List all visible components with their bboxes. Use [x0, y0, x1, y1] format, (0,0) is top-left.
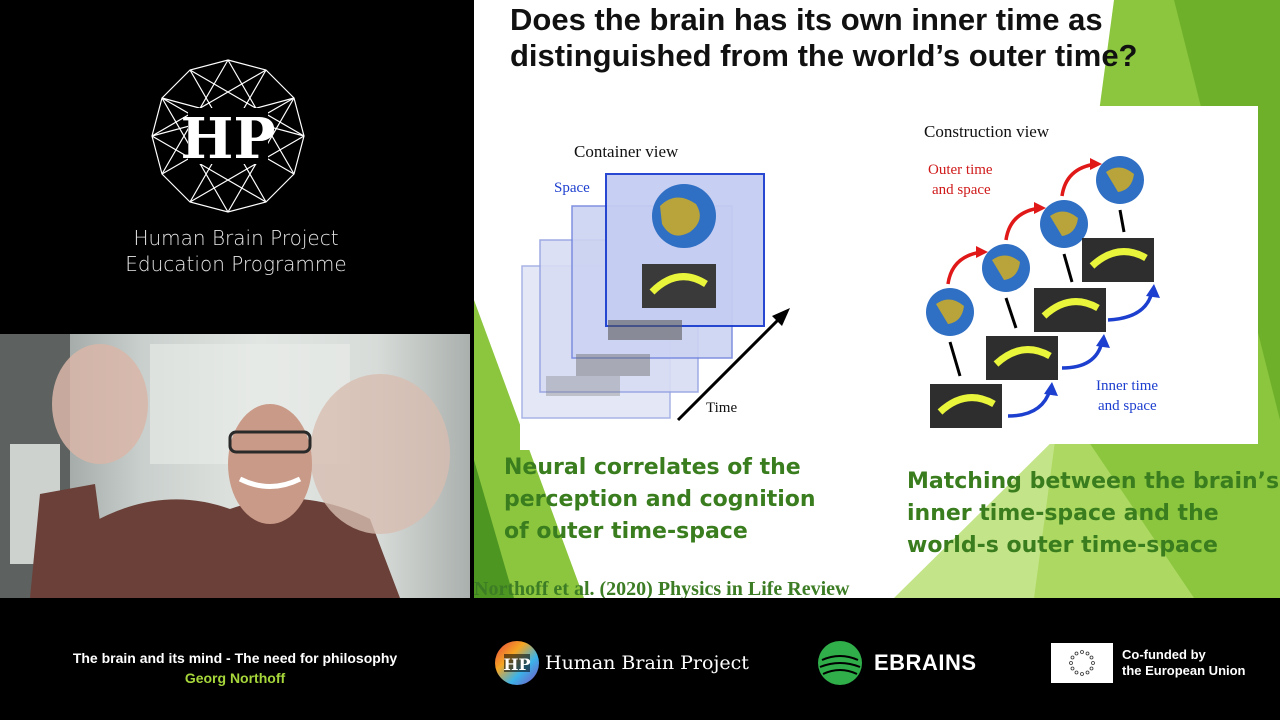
- brand-programme: Education Programme: [125, 252, 347, 276]
- slide-title-line-1: Does the brain has its own inner time as: [510, 2, 1103, 37]
- eu-text-line-1: Co-funded by: [1122, 647, 1206, 662]
- speaker-silhouette: [0, 334, 450, 598]
- ebrains-logo-icon: [818, 641, 862, 685]
- time-label: Time: [706, 400, 738, 416]
- hbp-geometric-logo: HP: [151, 59, 305, 213]
- container-view-heading: Container view: [574, 142, 679, 161]
- inner-time-label-1: Inner time: [1096, 378, 1159, 394]
- caption-right-line-3: world-s outer time-space: [907, 533, 1218, 558]
- slide-title-line-2: distinguished from the world’s outer tim…: [510, 38, 1138, 73]
- outer-time-label-1: Outer time: [928, 162, 993, 178]
- matching-arrows: [948, 209, 1126, 377]
- construction-view-diagram: [926, 156, 1160, 428]
- slide-citation: Northoff et al. (2020) Physics in Life R…: [474, 578, 850, 598]
- presentation-slide: Does the brain has its own inner time as…: [474, 0, 1280, 598]
- lecture-title: The brain and its mind - The need for ph…: [72, 650, 398, 666]
- eu-text-line-2: the European Union: [1122, 663, 1246, 678]
- hbp-footer-text: Human Brain Project: [545, 652, 749, 674]
- outer-time-label-2: and space: [932, 182, 991, 198]
- ebrains-footer-text: EBRAINS: [874, 650, 977, 675]
- caption-left-line-3: of outer time-space: [504, 519, 748, 544]
- caption-left-line-1: Neural correlates of the: [504, 455, 801, 480]
- space-label: Space: [554, 180, 590, 196]
- construction-view-figure: Construction view Outer time and space I…: [912, 106, 1258, 444]
- lecturer-name: Georg Northoff: [184, 670, 286, 686]
- brain-scans: [930, 238, 1154, 428]
- brand-name: Human Brain Project: [133, 226, 339, 250]
- inner-time-label-2: and space: [1098, 398, 1157, 414]
- brand-panel: [0, 0, 472, 334]
- svg-text:HP: HP: [503, 655, 530, 674]
- caption-left-line-2: perception and cognition: [504, 487, 816, 512]
- eu-flag-icon: [1051, 643, 1113, 683]
- container-view-figure: Container view Space Time: [520, 120, 820, 450]
- caption-left: Neural correlates of the perception and …: [504, 452, 816, 548]
- speaker-webcam-video: [0, 334, 470, 598]
- container-view-diagram: [521, 173, 790, 422]
- caption-right-line-2: inner time-space and the: [907, 501, 1219, 526]
- caption-right: Matching between the brain’s inner time-…: [907, 466, 1280, 562]
- hbp-logo-letters: HP: [180, 106, 275, 172]
- construction-view-heading: Construction view: [924, 122, 1050, 141]
- eu-cofunded-text: Co-funded by the European Union: [1122, 647, 1246, 679]
- earth-globes: [926, 156, 1144, 336]
- slide-title: Does the brain has its own inner time as…: [510, 2, 1270, 74]
- hbp-colour-logo-icon: HP: [495, 641, 539, 685]
- caption-right-line-1: Matching between the brain’s: [907, 469, 1280, 494]
